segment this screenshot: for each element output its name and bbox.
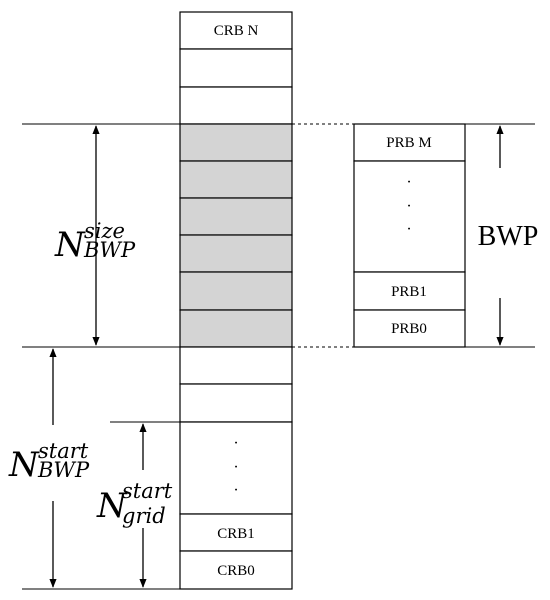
n-start-bwp-label: N start BWP	[8, 439, 93, 485]
crb-ellipsis-dot: ·	[233, 459, 238, 476]
n-start-bwp-sup: start	[38, 439, 89, 463]
crb-cell	[179, 48, 293, 88]
prb-cell-prb1	[353, 271, 466, 311]
n-size-bwp-sub: BWP	[83, 238, 136, 262]
prb-m-label: PRB M	[386, 135, 431, 151]
n-start-grid-sup: start	[122, 479, 173, 503]
crb0-label: CRB0	[217, 563, 255, 579]
dimension-labels: BWP N size BWP N start BWP N start grid	[8, 219, 538, 528]
crb-ellipsis-dot: ·	[233, 435, 238, 452]
crb-ellipsis-dot: ·	[233, 482, 238, 499]
prb-ellipsis-dot: ·	[406, 174, 411, 191]
n-start-bwp-arrow-gap	[40, 425, 66, 501]
crb-bwp-cell	[179, 309, 293, 348]
n-start-bwp-base: N	[8, 445, 40, 485]
n-size-bwp-base: N	[54, 225, 86, 265]
crb-ellipsis-cell	[179, 421, 293, 515]
bwp-arrow-gap	[490, 168, 510, 298]
prb-ellipsis-cell	[353, 160, 466, 273]
crb-cell	[179, 383, 293, 423]
n-start-bwp-sub: BWP	[37, 458, 90, 482]
crb-cell-crb0	[179, 550, 293, 590]
reference-lines	[22, 123, 535, 590]
prb1-label: PRB1	[391, 284, 427, 300]
crb-cell-top	[179, 11, 293, 50]
n-start-grid-label: N start grid	[96, 479, 177, 528]
crb-n-label: CRB N	[214, 23, 259, 39]
crb-cell	[179, 346, 293, 385]
n-start-grid-arrow-gap	[128, 470, 158, 528]
crb-bwp-cell	[179, 123, 293, 162]
prb-column: PRB M · · · PRB1 PRB0	[353, 123, 466, 348]
crb-bwp-cell	[179, 160, 293, 199]
prb-ellipsis-dot: ·	[406, 221, 411, 238]
prb-cell-prb0	[353, 309, 466, 348]
crb-bwp-cell	[179, 234, 293, 273]
n-size-bwp-sup: size	[84, 219, 125, 243]
crb-bwp-cell	[179, 271, 293, 311]
prb-ellipsis-dot: ·	[406, 198, 411, 215]
prb-cell-top	[353, 123, 466, 162]
crb1-label: CRB1	[217, 526, 255, 542]
dimension-arrows	[40, 125, 510, 588]
crb-cell	[179, 86, 293, 125]
n-start-grid-base: N	[96, 486, 128, 526]
crb-bwp-cell	[179, 197, 293, 236]
n-size-bwp-label: N size BWP	[54, 219, 136, 265]
crb-column: CRB N · · · CRB1 CRB0	[179, 11, 293, 590]
bwp-label: BWP	[478, 221, 539, 252]
n-start-grid-sub: grid	[122, 504, 166, 528]
crb-cell-crb1	[179, 513, 293, 552]
prb0-label: PRB0	[391, 321, 427, 337]
